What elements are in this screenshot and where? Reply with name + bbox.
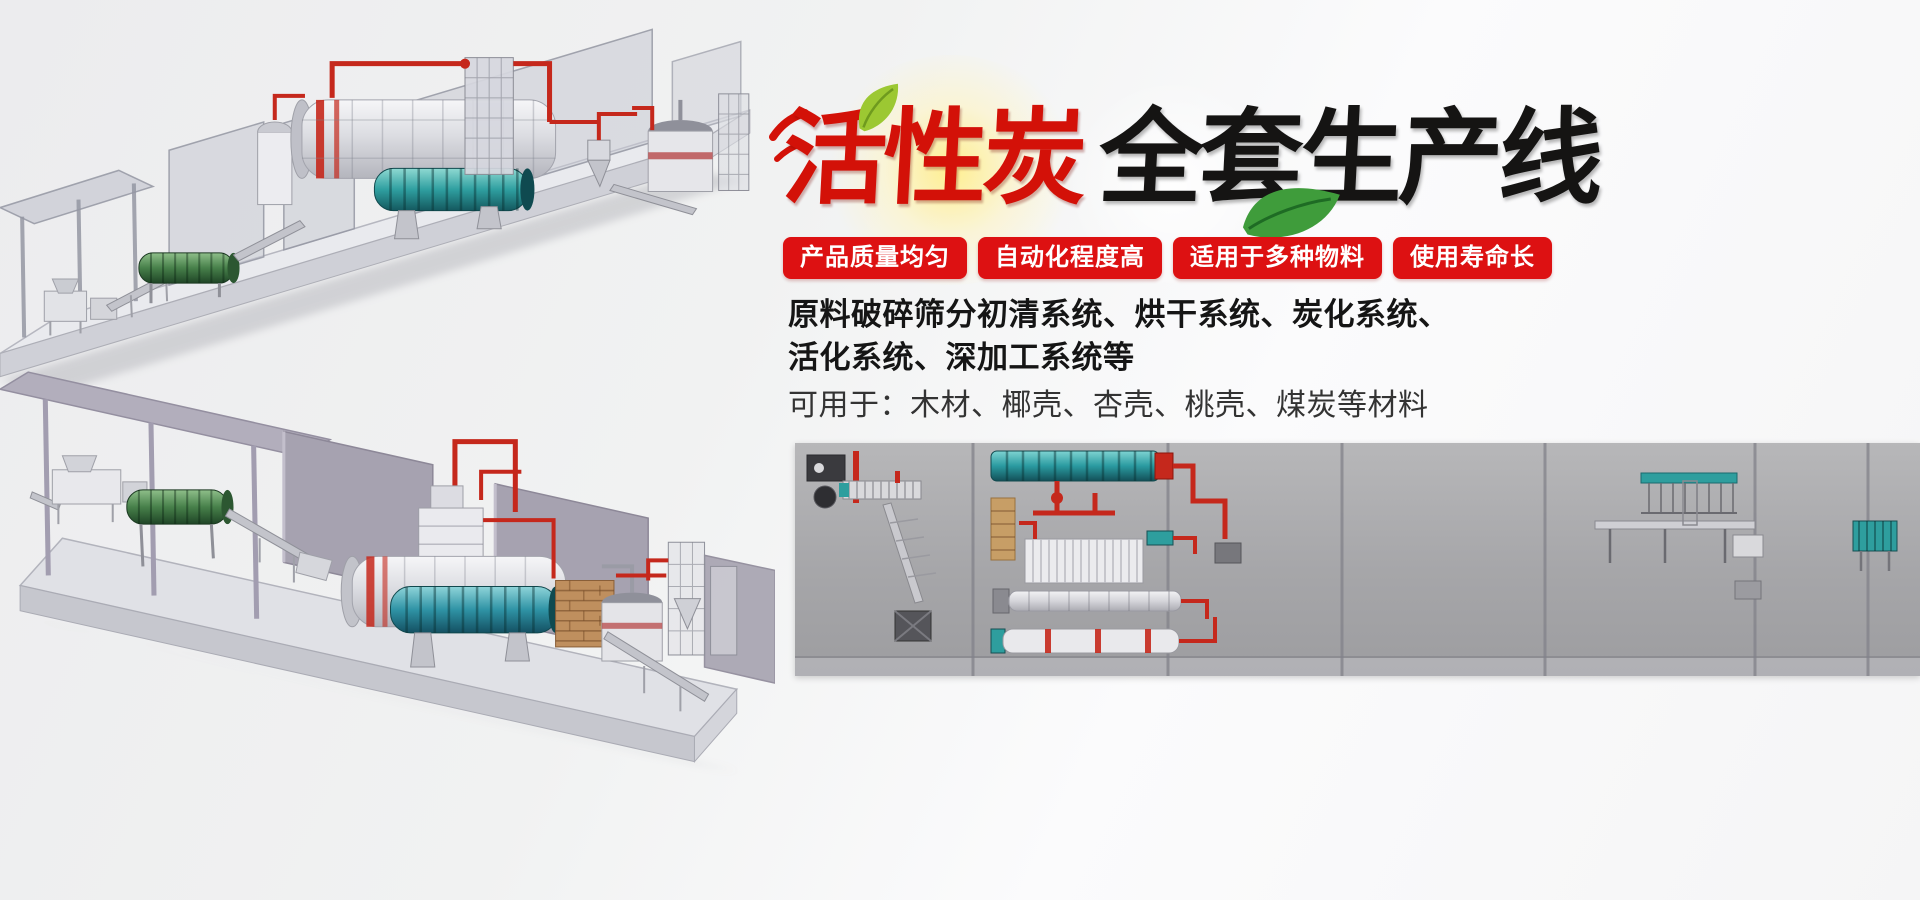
feeder-crusher-group	[29, 455, 148, 525]
wall-divider-lines	[971, 443, 1870, 676]
title-black-text: 全套生产线	[1096, 102, 1603, 217]
dryer-drum-assembly	[257, 57, 598, 240]
brush-stroke-icon	[769, 109, 809, 162]
conveyor-2	[232, 220, 306, 262]
cyclone-tank-group	[587, 93, 750, 216]
tank-tower-group	[601, 541, 738, 662]
description-materials-line: 可用于：木材、椰壳、杏壳、桃壳、煤炭等材料	[788, 389, 1429, 422]
diagram-feed-group	[806, 451, 937, 642]
badge-quality: 产品质量均匀	[783, 237, 967, 279]
diagram-main-cluster	[990, 450, 1242, 654]
title-red-text: 活性炭	[780, 102, 1087, 217]
description-block: 原料破碎筛分初清系统、烘干系统、炭化系统、 活化系统、深加工系统等 可用于：木材…	[788, 293, 1450, 426]
leaf-icon	[858, 83, 898, 132]
diagram-background	[795, 443, 1920, 676]
badge-lifespan: 使用寿命长	[1393, 237, 1552, 279]
inclined-conveyor	[224, 508, 333, 583]
crusher-feeder-group	[43, 278, 118, 336]
description-bold-line-2: 活化系统、深加工系统等	[788, 340, 1135, 375]
green-rotary-drum	[138, 252, 240, 304]
badge-automation: 自动化程度高	[978, 237, 1162, 279]
diagram-far-right-unit	[1852, 520, 1898, 571]
page-title: 活性炭全套生产线	[769, 55, 1602, 285]
production-line-render-bottom	[0, 371, 775, 772]
platform-shadow	[0, 170, 745, 385]
discharge-conveyor	[603, 631, 710, 712]
description-bold-line-1: 原料破碎筛分初清系统、烘干系统、炭化系统、	[788, 297, 1450, 332]
leaf-icon	[1242, 188, 1340, 238]
feature-badges: 产品质量均匀 自动化程度高 适用于多种物料 使用寿命长	[783, 237, 1552, 279]
production-line-layout-diagram	[795, 443, 1920, 676]
platform	[18, 537, 739, 764]
badge-materials: 适用于多种物料	[1173, 237, 1382, 279]
diagram-right-conveyors	[1594, 472, 1764, 600]
green-rotary-drum	[126, 489, 234, 567]
production-line-render-top	[0, 28, 751, 385]
